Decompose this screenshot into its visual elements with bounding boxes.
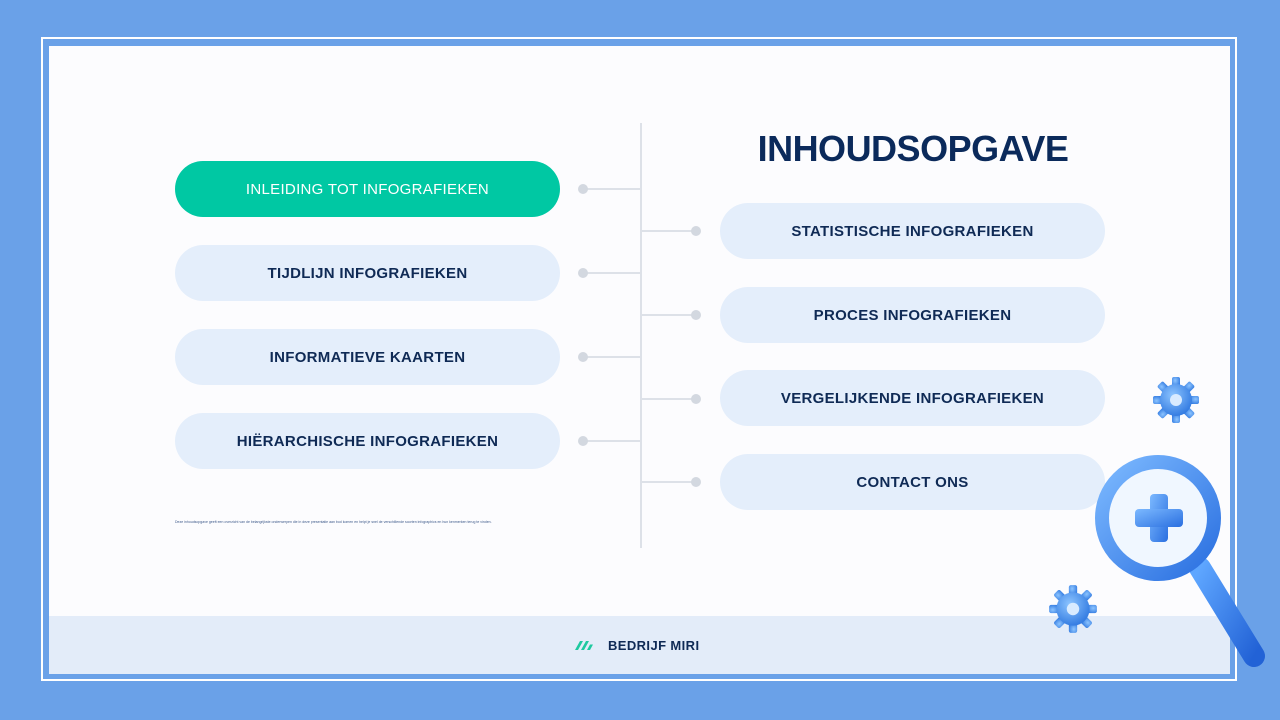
toc-item-label: PROCES INFOGRAFIEKEN xyxy=(813,306,1012,324)
toc-item-label: HIËRARCHISCHE INFOGRAFIEKEN xyxy=(236,432,499,450)
footer-brand: BEDRIJF MIRI xyxy=(574,634,699,656)
toc-item-label: INLEIDING TOT INFOGRAFIEKEN xyxy=(245,180,490,198)
toc-item-contact[interactable]: CONTACT ONS xyxy=(720,454,1105,510)
toc-item-statistische[interactable]: STATISTISCHE INFOGRAFIEKEN xyxy=(720,203,1105,259)
magnifier-plus-icon xyxy=(1095,455,1265,667)
toc-item-hierarchische[interactable]: HIËRARCHISCHE INFOGRAFIEKEN xyxy=(175,413,560,469)
toc-item-label: VERGELIJKENDE INFOGRAFIEKEN xyxy=(780,389,1045,407)
brand-logo-icon xyxy=(575,641,593,650)
toc-item-proces[interactable]: PROCES INFOGRAFIEKEN xyxy=(720,287,1105,343)
connector-dot xyxy=(578,184,588,194)
slide: INLEIDING TOT INFOGRAFIEKEN TIJDLIJN INF… xyxy=(49,46,1230,674)
connector-dot xyxy=(578,268,588,278)
connector-right-4 xyxy=(641,481,697,483)
toc-item-label: INFORMATIEVE KAARTEN xyxy=(269,348,466,366)
slide-footer: BEDRIJF MIRI xyxy=(49,616,1230,674)
timeline-line xyxy=(640,123,642,548)
connector-left-1 xyxy=(585,188,641,190)
connector-dot xyxy=(578,352,588,362)
toc-item-inleiding[interactable]: INLEIDING TOT INFOGRAFIEKEN xyxy=(175,161,560,217)
toc-item-label: TIJDLIJN INFOGRAFIEKEN xyxy=(267,264,468,282)
footnote-text: Deze inhoudsopgave geeft een overzicht v… xyxy=(175,520,492,524)
page-title: INHOUDSOPGAVE xyxy=(757,128,1069,169)
connector-dot xyxy=(578,436,588,446)
company-name: BEDRIJF MIRI xyxy=(608,637,700,653)
toc-item-vergelijkende[interactable]: VERGELIJKENDE INFOGRAFIEKEN xyxy=(720,370,1105,426)
connector-left-3 xyxy=(585,356,641,358)
connector-right-2 xyxy=(641,314,697,316)
slide-frame xyxy=(41,37,1237,681)
connector-left-2 xyxy=(585,272,641,274)
gear-icon xyxy=(1153,377,1199,423)
gear-icon xyxy=(1049,585,1097,633)
connector-dot xyxy=(691,226,701,236)
toc-item-informatieve-kaarten[interactable]: INFORMATIEVE KAARTEN xyxy=(175,329,560,385)
connector-right-3 xyxy=(641,398,697,400)
toc-item-label: CONTACT ONS xyxy=(856,473,969,491)
toc-item-label: STATISTISCHE INFOGRAFIEKEN xyxy=(791,222,1034,240)
connector-right-1 xyxy=(641,230,697,232)
connector-dot xyxy=(691,310,701,320)
toc-item-tijdlijn[interactable]: TIJDLIJN INFOGRAFIEKEN xyxy=(175,245,560,301)
connector-dot xyxy=(691,394,701,404)
connector-dot xyxy=(691,477,701,487)
connector-left-4 xyxy=(585,440,641,442)
